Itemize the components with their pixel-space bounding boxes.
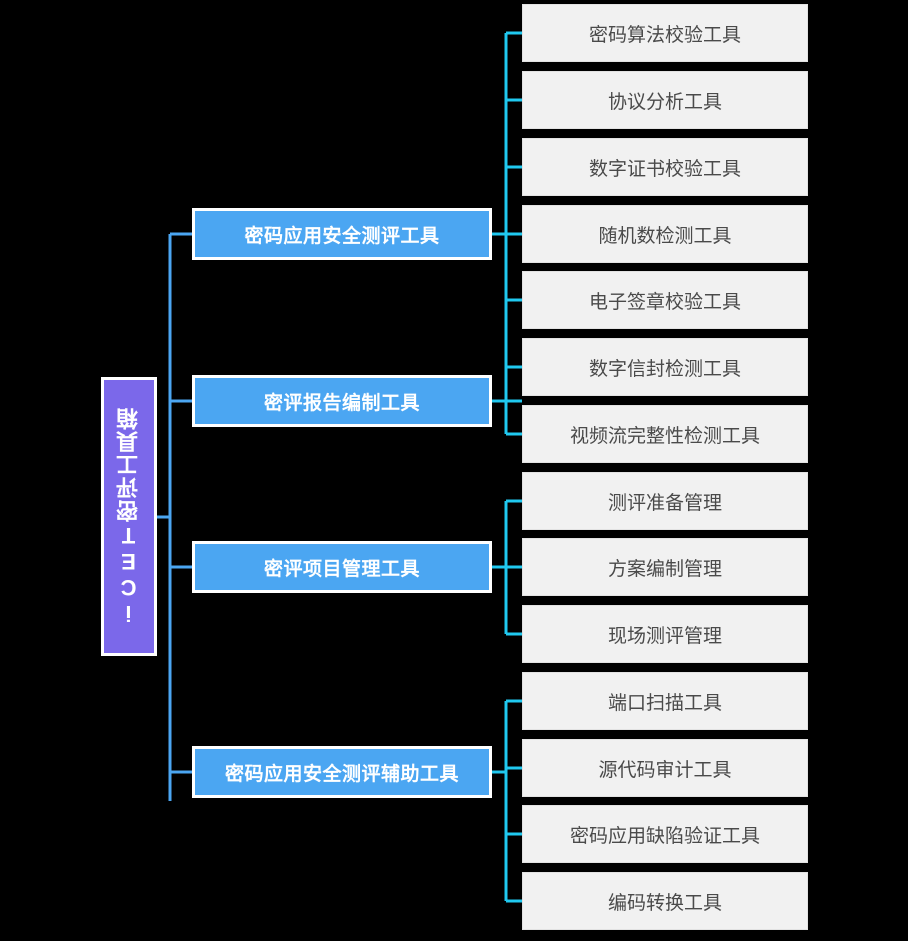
branch-node-label: 密码应用安全测评辅助工具 xyxy=(224,763,459,785)
leaf-node[interactable]: 视频流完整性检测工具 xyxy=(522,405,808,463)
leaf-node[interactable]: 端口扫描工具 xyxy=(522,672,808,730)
branch-node-0[interactable]: 密码应用安全测评工具 xyxy=(192,208,492,260)
leaf-node[interactable]: 编码转换工具 xyxy=(522,872,808,930)
root-node[interactable]: iCET密评工具箱 xyxy=(101,377,157,656)
leaf-node[interactable]: 现场测评管理 xyxy=(522,605,808,663)
leaf-node-label: 密码应用缺陷验证工具 xyxy=(569,825,760,847)
branch-node-2[interactable]: 密评项目管理工具 xyxy=(192,541,492,593)
branch-node-label: 密评项目管理工具 xyxy=(263,558,420,580)
leaf-node[interactable]: 方案编制管理 xyxy=(522,538,808,596)
leaf-node-label: 电子签章校验工具 xyxy=(588,291,741,313)
leaf-node-label: 方案编制管理 xyxy=(607,558,722,580)
branch-node-3[interactable]: 密码应用安全测评辅助工具 xyxy=(192,746,492,798)
leaf-node[interactable]: 电子签章校验工具 xyxy=(522,271,808,329)
leaf-node[interactable]: 测评准备管理 xyxy=(522,472,808,530)
leaf-node[interactable]: 密码应用缺陷验证工具 xyxy=(522,805,808,863)
leaf-node-label: 现场测评管理 xyxy=(607,625,722,647)
leaf-node-label: 数字证书校验工具 xyxy=(588,158,741,180)
branch-node-label: 密码应用安全测评工具 xyxy=(244,225,440,247)
leaf-node[interactable]: 数字信封检测工具 xyxy=(522,338,808,396)
leaf-node[interactable]: 源代码审计工具 xyxy=(522,739,808,797)
leaf-node-label: 随机数检测工具 xyxy=(598,225,732,247)
leaf-node-label: 密码算法校验工具 xyxy=(588,24,741,46)
branch-node-label: 密评报告编制工具 xyxy=(263,392,420,414)
leaf-node-label: 测评准备管理 xyxy=(607,492,722,514)
leaf-node[interactable]: 随机数检测工具 xyxy=(522,205,808,263)
leaf-node[interactable]: 协议分析工具 xyxy=(522,71,808,129)
leaf-node[interactable]: 密码算法校验工具 xyxy=(522,4,808,62)
branch-node-1[interactable]: 密评报告编制工具 xyxy=(192,375,492,427)
leaf-node-label: 端口扫描工具 xyxy=(607,692,722,714)
leaf-node-label: 协议分析工具 xyxy=(607,91,722,113)
leaf-node-label: 视频流完整性检测工具 xyxy=(569,425,760,447)
leaf-node-label: 数字信封检测工具 xyxy=(588,358,741,380)
leaf-node[interactable]: 数字证书校验工具 xyxy=(522,138,808,196)
leaf-node-label: 源代码审计工具 xyxy=(598,759,732,781)
leaf-node-label: 编码转换工具 xyxy=(607,892,722,914)
root-node-label: iCET密评工具箱 xyxy=(116,407,141,626)
